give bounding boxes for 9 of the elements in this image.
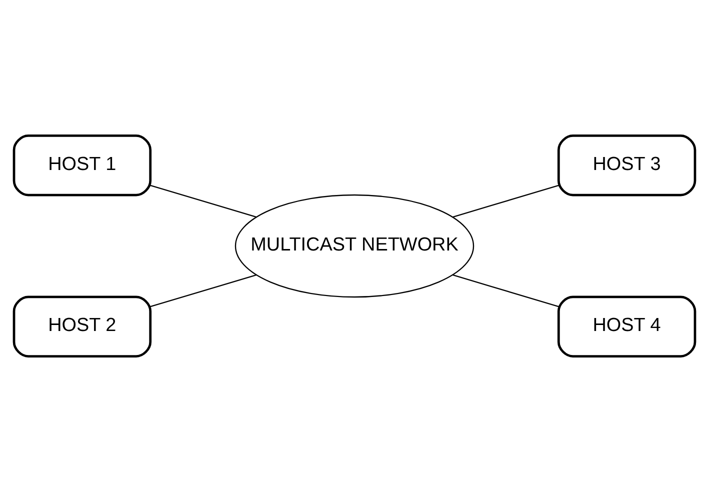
connector <box>452 274 559 308</box>
connector <box>452 184 559 218</box>
node-box: HOST 3 <box>557 134 696 196</box>
connector <box>150 184 257 218</box>
node-ellipse: MULTICAST NETWORK <box>234 194 474 298</box>
node-box: HOST 4 <box>557 296 696 358</box>
connector <box>150 274 257 308</box>
node-box: HOST 1 <box>12 134 152 196</box>
node-box: HOST 2 <box>12 296 152 358</box>
